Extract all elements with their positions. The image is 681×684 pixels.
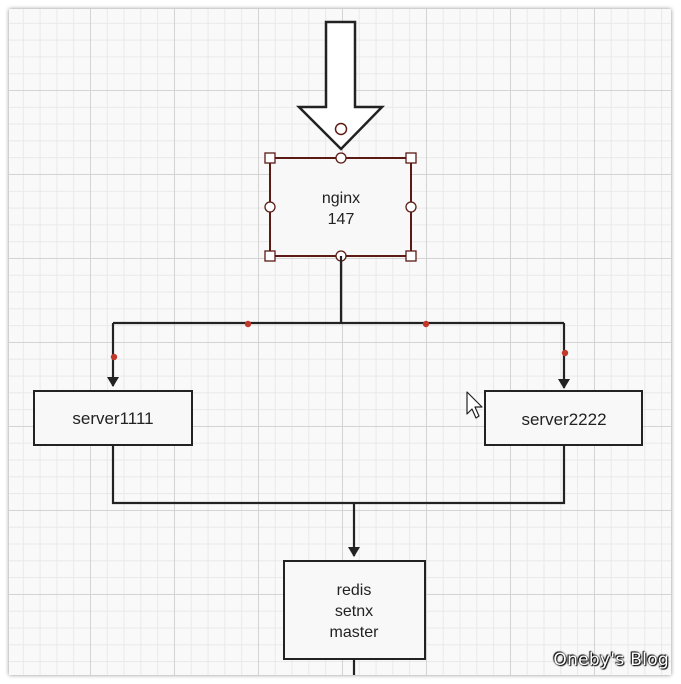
server1111-label: server1111 bbox=[72, 409, 153, 428]
resize-handle-top-right[interactable] bbox=[405, 152, 417, 164]
server2222-label: server2222 bbox=[521, 410, 606, 429]
redis-node[interactable]: redis setnx master bbox=[283, 560, 426, 660]
redis-command: setnx bbox=[335, 603, 373, 620]
server1111-node[interactable]: server1111 bbox=[33, 390, 193, 446]
resize-handle-top-left[interactable] bbox=[264, 152, 276, 164]
connector-dot[interactable] bbox=[110, 353, 118, 361]
resize-handle-left[interactable] bbox=[264, 201, 276, 213]
resize-handle-top[interactable] bbox=[335, 152, 347, 164]
rotate-handle[interactable] bbox=[334, 122, 348, 136]
nginx-node[interactable]: nginx 147 bbox=[264, 122, 417, 262]
watermark: Oneby's Blog bbox=[553, 650, 669, 670]
connector-dot[interactable] bbox=[244, 320, 252, 328]
resize-handle-bottom-right[interactable] bbox=[405, 250, 417, 262]
mouse-cursor-icon bbox=[466, 391, 483, 419]
resize-handle-bottom-left[interactable] bbox=[264, 250, 276, 262]
resize-handle-right[interactable] bbox=[405, 201, 417, 213]
incoming-block-arrow[interactable] bbox=[295, 20, 385, 151]
connector-dot[interactable] bbox=[561, 349, 569, 357]
redis-role: master bbox=[330, 624, 380, 641]
nginx-label: nginx bbox=[322, 190, 360, 207]
nginx-to-servers-connector[interactable] bbox=[107, 256, 570, 389]
server2222-node[interactable]: server2222 bbox=[484, 390, 643, 446]
servers-to-redis-connector[interactable] bbox=[111, 445, 566, 557]
connector-dot[interactable] bbox=[422, 320, 430, 328]
nginx-number: 147 bbox=[328, 211, 355, 228]
redis-label: redis bbox=[337, 582, 372, 599]
